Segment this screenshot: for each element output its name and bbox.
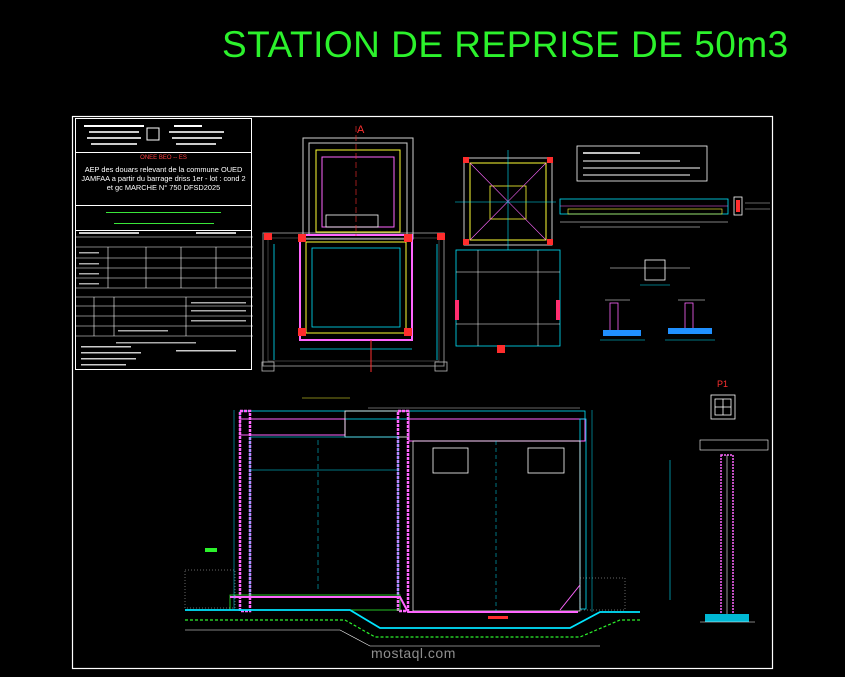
tb-separator — [76, 205, 251, 206]
note-box — [576, 145, 708, 182]
section-view — [184, 397, 640, 647]
watermark: mostaql.com — [371, 645, 456, 661]
section-a-label: A — [357, 124, 365, 136]
tb-separator — [76, 152, 251, 153]
client-label: ONEE BEO -- ES — [140, 155, 187, 161]
tb-separator — [76, 230, 251, 231]
roof-plan — [455, 150, 556, 250]
title-block: ONEE BEO -- ES AEP des douars relevant d… — [75, 118, 253, 370]
p1-label: P1 — [717, 379, 728, 389]
tb-table — [76, 232, 253, 366]
beam-detail — [559, 196, 770, 228]
plan-view — [261, 126, 448, 372]
subtitle-line-1 — [76, 210, 251, 215]
small-details — [600, 259, 715, 341]
slab-plan — [455, 249, 561, 353]
company-logo — [84, 125, 224, 145]
project-description: AEP des douars relevant de la commune OU… — [81, 165, 246, 192]
drawing-frame — [71, 115, 774, 670]
drawing-title: STATION DE REPRISE DE 50m3 — [222, 24, 789, 65]
subtitle-line-2 — [76, 221, 251, 226]
column-p1 — [669, 394, 769, 623]
